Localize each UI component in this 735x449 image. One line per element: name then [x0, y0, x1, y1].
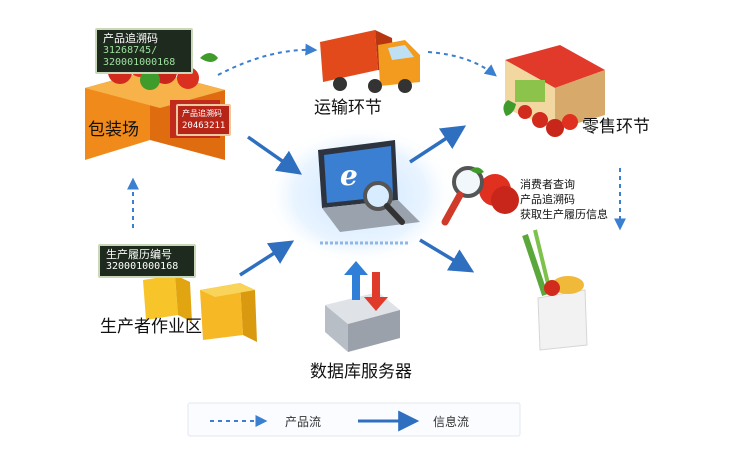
consumer-query-text: 消费者查询 产品追溯码 获取生产履历信息: [520, 177, 608, 222]
truck-icon: [320, 30, 420, 93]
info-flow-arrow-laptop-to-retail: [409, 125, 467, 164]
product-code-tag-line1: 31268745/: [103, 45, 158, 56]
consumer-line-3: 获取生产履历信息: [520, 208, 608, 221]
box-code-label-line1: 产品追溯码: [182, 109, 222, 118]
box-code-label-line2: 20463211: [182, 121, 226, 131]
product-code-tag: 产品追溯码 31268745/ 320001000168: [95, 28, 193, 74]
laptop-icon: e: [318, 140, 420, 245]
consumer-line-1: 消费者查询: [520, 178, 575, 191]
grocery-bag-icon: [522, 229, 588, 351]
transport-label: 运输环节: [314, 98, 382, 118]
box-code-label: 产品追溯码 20463211: [176, 104, 232, 136]
retail-label: 零售环节: [582, 117, 650, 137]
product-flow-arrow-packaging-to-transport: [217, 43, 318, 76]
production-code-tag: 生产履历编号 320001000168: [98, 244, 196, 278]
legend-box: [187, 402, 521, 437]
retail-shop-icon: [503, 45, 605, 137]
info-flow-arrow-packaging-to-laptop: [246, 135, 303, 175]
svg-text:e: e: [340, 159, 358, 192]
legend-product-flow-label: 产品流: [285, 415, 322, 429]
production-code-tag-line1: 320001000168: [106, 261, 179, 272]
product-code-tag-title: 产品追溯码: [103, 32, 158, 45]
packaging-label: 包装场: [88, 120, 139, 140]
info-flow-arrow-laptop-to-consumer: [419, 238, 475, 273]
production-boxes-icon: [143, 275, 257, 342]
production-label: 生产者作业区: [100, 317, 202, 337]
database-server-icon: [325, 261, 400, 352]
info-flow-arrow-production-to-laptop: [239, 240, 295, 277]
consumer-magnifier-icon: [441, 166, 519, 226]
consumer-line-2: 产品追溯码: [520, 193, 575, 206]
product-code-tag-line2: 320001000168: [103, 57, 176, 68]
legend-info-flow-label: 信息流: [433, 415, 470, 429]
product-flow-arrow-transport-to-retail: [427, 51, 497, 77]
production-code-tag-title: 生产履历编号: [106, 248, 172, 261]
server-label: 数据库服务器: [310, 362, 412, 382]
